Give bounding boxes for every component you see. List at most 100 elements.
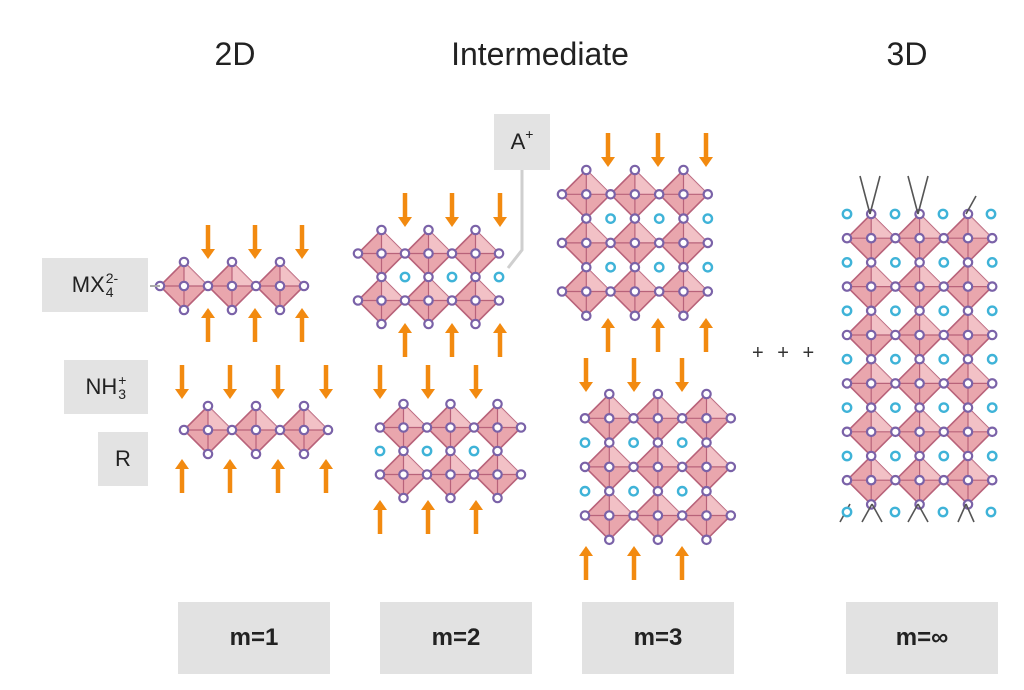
a-cation [579, 437, 591, 448]
a-cation [841, 402, 853, 413]
x-anion-node [493, 295, 505, 306]
organic-spacer-arrowhead [223, 389, 237, 399]
x-anion-node [702, 237, 714, 249]
label-mx4-sub: 4 [105, 284, 114, 300]
x-anion-node [580, 261, 592, 273]
octahedron-face [280, 262, 304, 286]
x-anion-node [492, 398, 503, 410]
x-anion-node [652, 412, 664, 424]
x-anion-node [629, 164, 641, 176]
x-anion-node [841, 474, 853, 486]
x-anion-node [841, 232, 853, 244]
x-anion-node [398, 445, 409, 457]
a-cation [985, 208, 997, 220]
x-anion-node [274, 304, 286, 316]
organic-spacer-arrowhead [699, 157, 713, 167]
organic-spacer-arrowhead [469, 500, 483, 510]
x-anion-node [352, 295, 364, 306]
a-cation [841, 305, 853, 317]
x-anion-node [701, 510, 712, 521]
x-anion-node [445, 445, 456, 457]
octahedron-face [871, 407, 896, 432]
x-anion-node [399, 248, 411, 259]
label-mx4-base: MX [71, 272, 105, 297]
lattice-bond [907, 503, 919, 523]
a-cation [628, 437, 639, 448]
x-anion-node [298, 424, 310, 436]
a-cation [890, 256, 901, 268]
x-anion-node [202, 280, 214, 292]
octahedron-face [968, 407, 993, 432]
x-anion-node [515, 422, 527, 433]
x-anion-node [865, 426, 877, 438]
x-anion-node [298, 448, 310, 460]
organic-spacer-arrowhead [579, 546, 593, 556]
a-cation [841, 353, 853, 365]
octahedron-face [403, 404, 427, 428]
octahedron-face [683, 170, 708, 195]
octahedron-face [634, 218, 660, 243]
x-anion-node [492, 445, 503, 457]
label-a-sup: + [525, 126, 534, 142]
a-cation [374, 445, 386, 457]
a-cation [605, 261, 616, 273]
octahedron-face [609, 491, 634, 516]
a-cation [890, 305, 901, 317]
x-anion-node [580, 286, 592, 297]
x-anion-node [962, 426, 974, 438]
a-cation [986, 402, 998, 413]
x-anion-node [890, 232, 901, 244]
x-anion-node [986, 426, 998, 438]
octahedron-face [919, 214, 944, 239]
octahedron-face [208, 406, 232, 430]
x-anion-node [890, 378, 901, 389]
a-cation [702, 213, 714, 225]
a-plus-pointer [506, 170, 524, 269]
x-anion-node [678, 286, 689, 297]
x-anion-node [841, 281, 853, 292]
octahedron-face [232, 262, 256, 286]
panel-m1: m=1 [178, 602, 330, 674]
x-anion-node [841, 426, 853, 438]
x-anion-node [962, 329, 974, 341]
a-cation [986, 305, 998, 317]
x-anion-node [445, 422, 456, 433]
organic-spacer-arrowhead [627, 546, 641, 556]
octahedron-face [634, 170, 660, 195]
x-anion-node [603, 510, 615, 521]
x-anion-node [914, 257, 925, 268]
x-anion-node [914, 353, 925, 365]
lattice-bond [917, 503, 929, 523]
organic-spacer-arrowhead [223, 459, 237, 469]
octahedron-face [497, 404, 521, 428]
x-anion-node [914, 281, 925, 292]
x-anion-node [250, 424, 262, 436]
x-anion-node [492, 469, 503, 480]
label-mx4: MX 2- 4 [42, 258, 148, 312]
x-anion-node [702, 286, 714, 297]
x-anion-node [701, 412, 712, 424]
x-anion-node [178, 304, 190, 316]
lattice-bond [917, 175, 929, 215]
title-2d: 2D [214, 36, 256, 72]
organic-spacer-arrowhead [627, 382, 641, 392]
octahedron-face [706, 442, 731, 467]
x-anion-node [398, 422, 409, 433]
octahedron-face [657, 442, 683, 467]
x-anion-node [274, 280, 286, 292]
x-anion-node [374, 422, 386, 433]
octahedron-face [304, 406, 328, 430]
x-anion-node [702, 189, 714, 200]
a-cation [938, 353, 950, 365]
x-anion-node [701, 388, 712, 400]
a-cation [938, 305, 950, 317]
a-cation [446, 271, 458, 283]
octahedron-face [871, 359, 896, 384]
x-anion-node [914, 426, 925, 438]
x-anion-node [986, 232, 998, 244]
x-anion-node [492, 422, 503, 433]
x-anion-node [603, 412, 615, 424]
x-anion-node [492, 492, 503, 504]
octahedron-face [968, 214, 993, 239]
x-anion-node [962, 378, 974, 389]
